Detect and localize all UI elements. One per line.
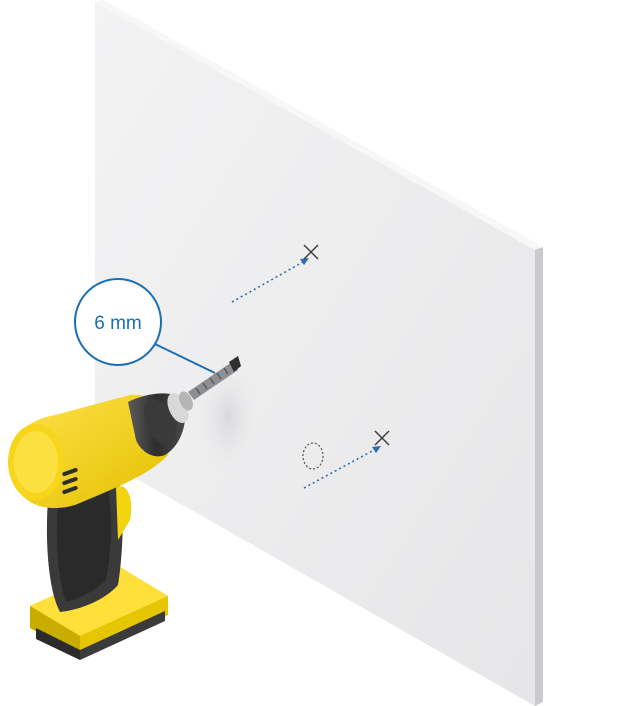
wall-face <box>95 2 535 706</box>
drill-battery <box>30 566 168 660</box>
lower-guide-arrowhead <box>372 446 381 453</box>
drill-body <box>8 394 170 509</box>
cross-mark-icon <box>303 244 319 260</box>
vent-slots-icon <box>62 467 78 495</box>
wall-side-edge <box>535 247 543 706</box>
lower-hole-guide <box>302 430 390 489</box>
drill-bit-size-callout: 6 mm <box>74 278 216 374</box>
upper-guide-line <box>231 261 304 303</box>
wall-panel <box>95 0 543 706</box>
drill-handle <box>46 478 132 612</box>
drill-bit-size-label: 6 mm <box>94 313 142 334</box>
wall-top-edge <box>95 0 543 250</box>
lower-guide-line <box>303 449 375 489</box>
upper-hole-guide <box>231 244 319 303</box>
upper-guide-arrowhead <box>300 258 309 265</box>
callout-circle <box>74 278 162 366</box>
drilling-shadow <box>198 363 258 473</box>
cross-mark-icon <box>374 430 390 446</box>
drill-chuck <box>128 391 193 457</box>
cordless-drill <box>8 356 241 660</box>
drill-bit <box>188 356 241 400</box>
bit-tip-icon <box>229 356 241 372</box>
dashed-ellipse-icon <box>302 442 324 470</box>
callout-leader-line <box>154 343 216 374</box>
